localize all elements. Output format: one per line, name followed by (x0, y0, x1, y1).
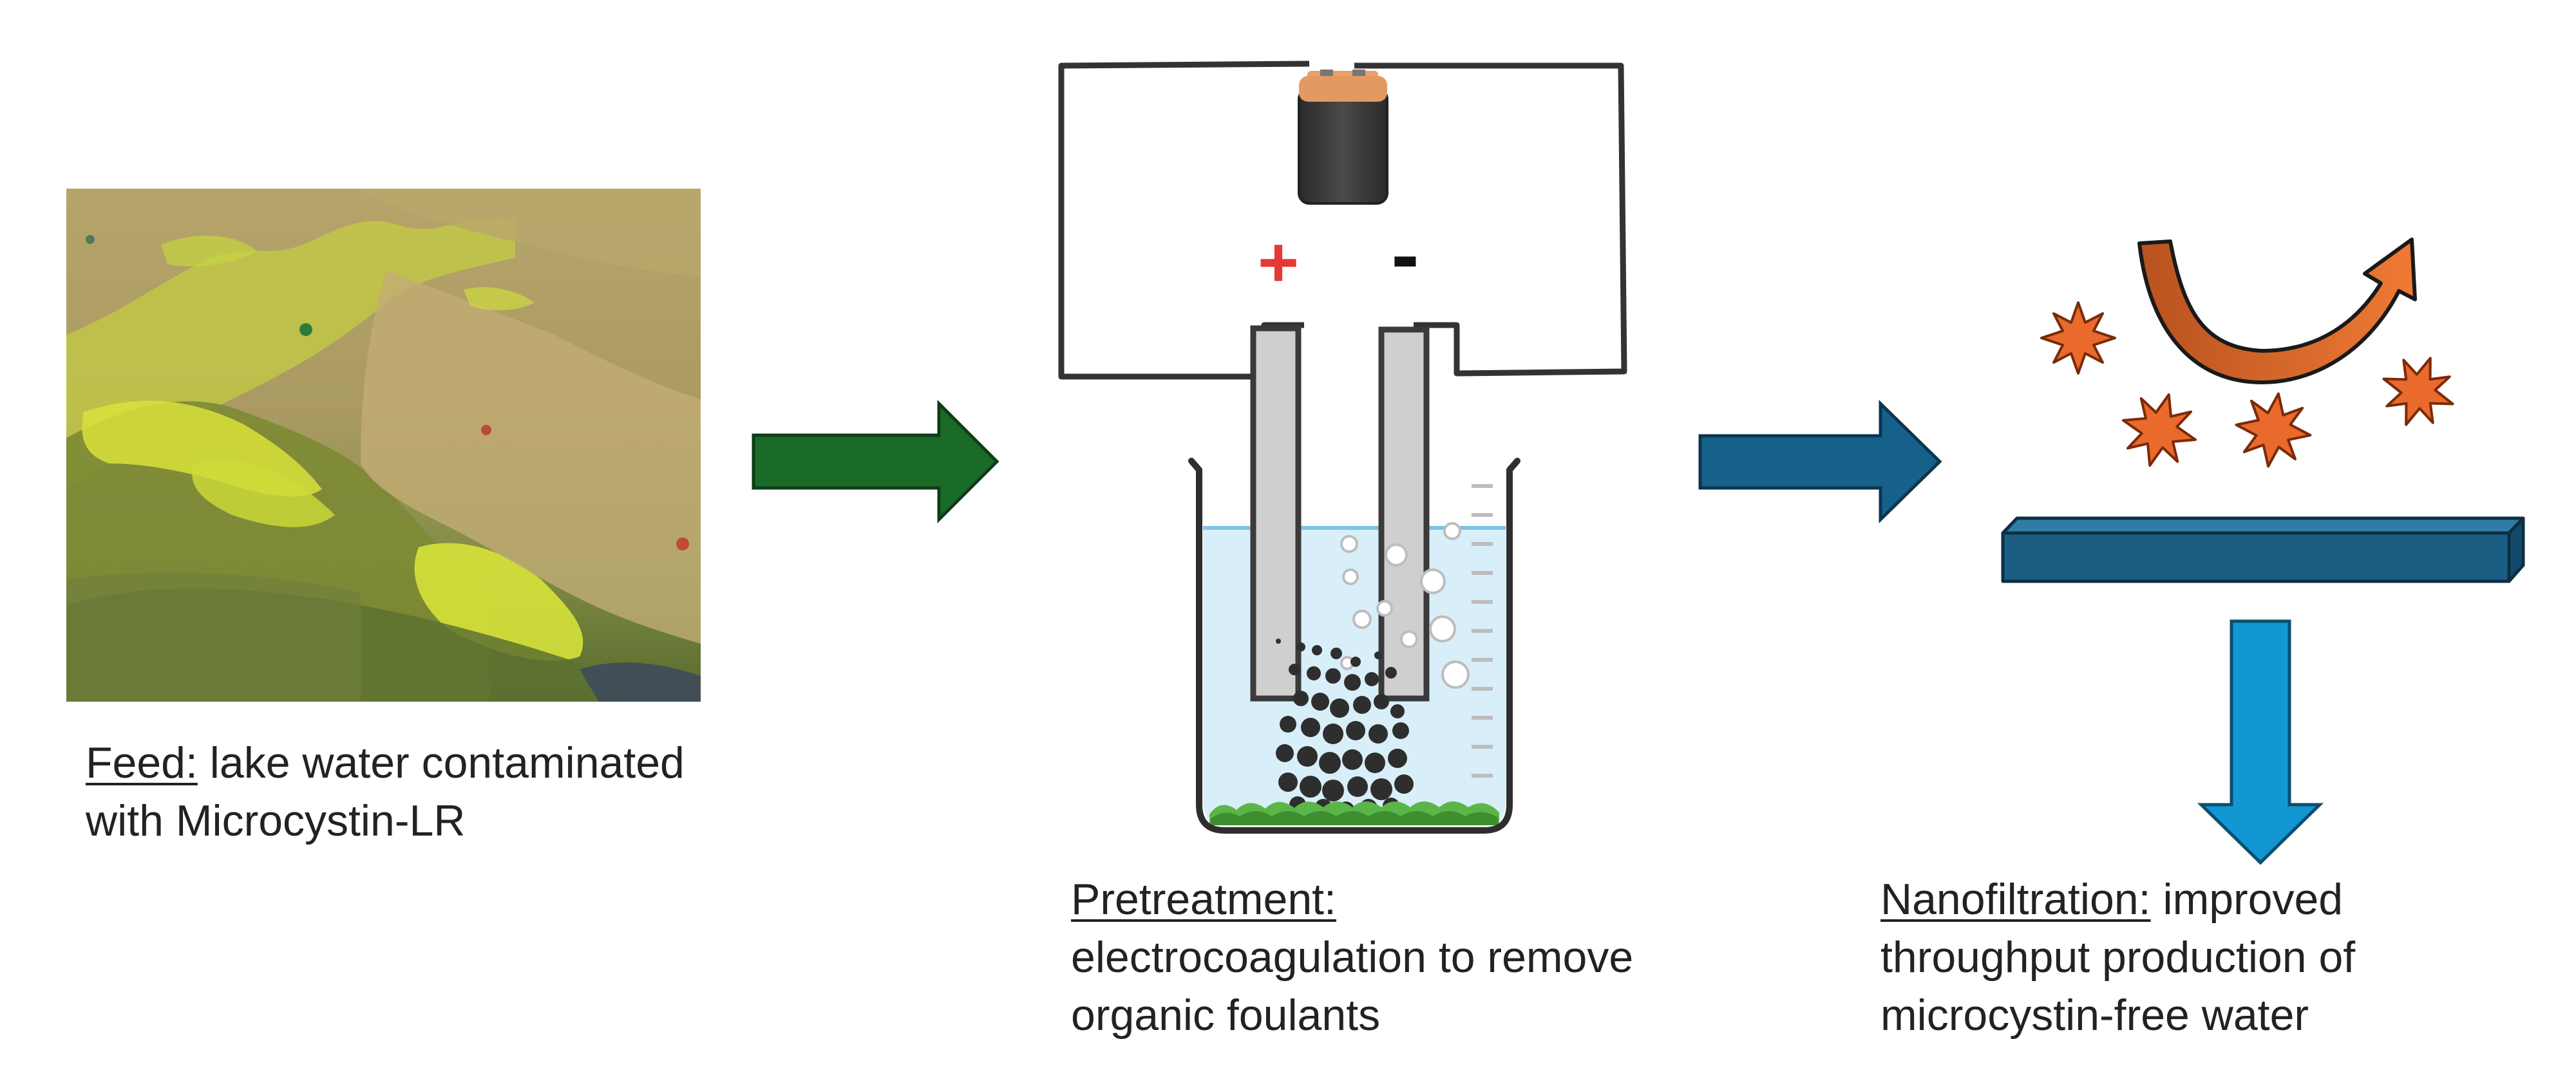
battery-icon (1298, 70, 1388, 205)
nanofiltration-text-line3: microcystin-free water (1880, 991, 2309, 1040)
nanofiltration-text-line1: improved (2150, 875, 2344, 924)
feed-arrow (752, 399, 999, 524)
lake-photo (66, 189, 701, 702)
pretreatment-text-line2: organic foulants (1071, 991, 1381, 1040)
foulant-starburst-icon (2040, 301, 2454, 468)
pretreatment-text-line1: electrocoagulation to remove (1071, 933, 1634, 982)
feed-text-line1: lake water contaminated (197, 738, 685, 787)
beaker-icon (1188, 458, 1520, 834)
pretreatment-caption: Pretreatment: electrocoagulation to remo… (1071, 870, 1779, 1044)
nanofiltration-caption: Nanofiltration: improved throughput prod… (1880, 870, 2576, 1044)
algae-sediment (1209, 801, 1499, 825)
gas-bubbles (1340, 522, 1470, 689)
nanofiltration-text-line2: throughput production of (1880, 933, 2356, 982)
process-arrow (1698, 400, 1942, 523)
beaker-graduations (1472, 484, 1493, 778)
nanofiltration-heading: Nanofiltration: (1880, 875, 2151, 924)
feed-heading: Feed: (86, 738, 198, 787)
rejection-arrow-icon (2137, 238, 2417, 384)
anode-electrode-icon (1250, 325, 1302, 702)
membrane-icon (2001, 516, 2525, 583)
negative-symbol: - (1391, 207, 1419, 301)
positive-symbol: + (1258, 223, 1299, 302)
feed-caption: Feed: lake water contaminated with Micro… (86, 734, 794, 850)
electrocoagulation-cell: + - (1058, 61, 1627, 834)
pretreatment-heading: Pretreatment: (1071, 875, 1336, 924)
feed-text-line2: with Microcystin-LR (86, 796, 466, 845)
permeate-arrow (2197, 619, 2324, 865)
coagulated-flocs (1276, 639, 1414, 818)
nanofiltration-unit (2001, 238, 2525, 865)
